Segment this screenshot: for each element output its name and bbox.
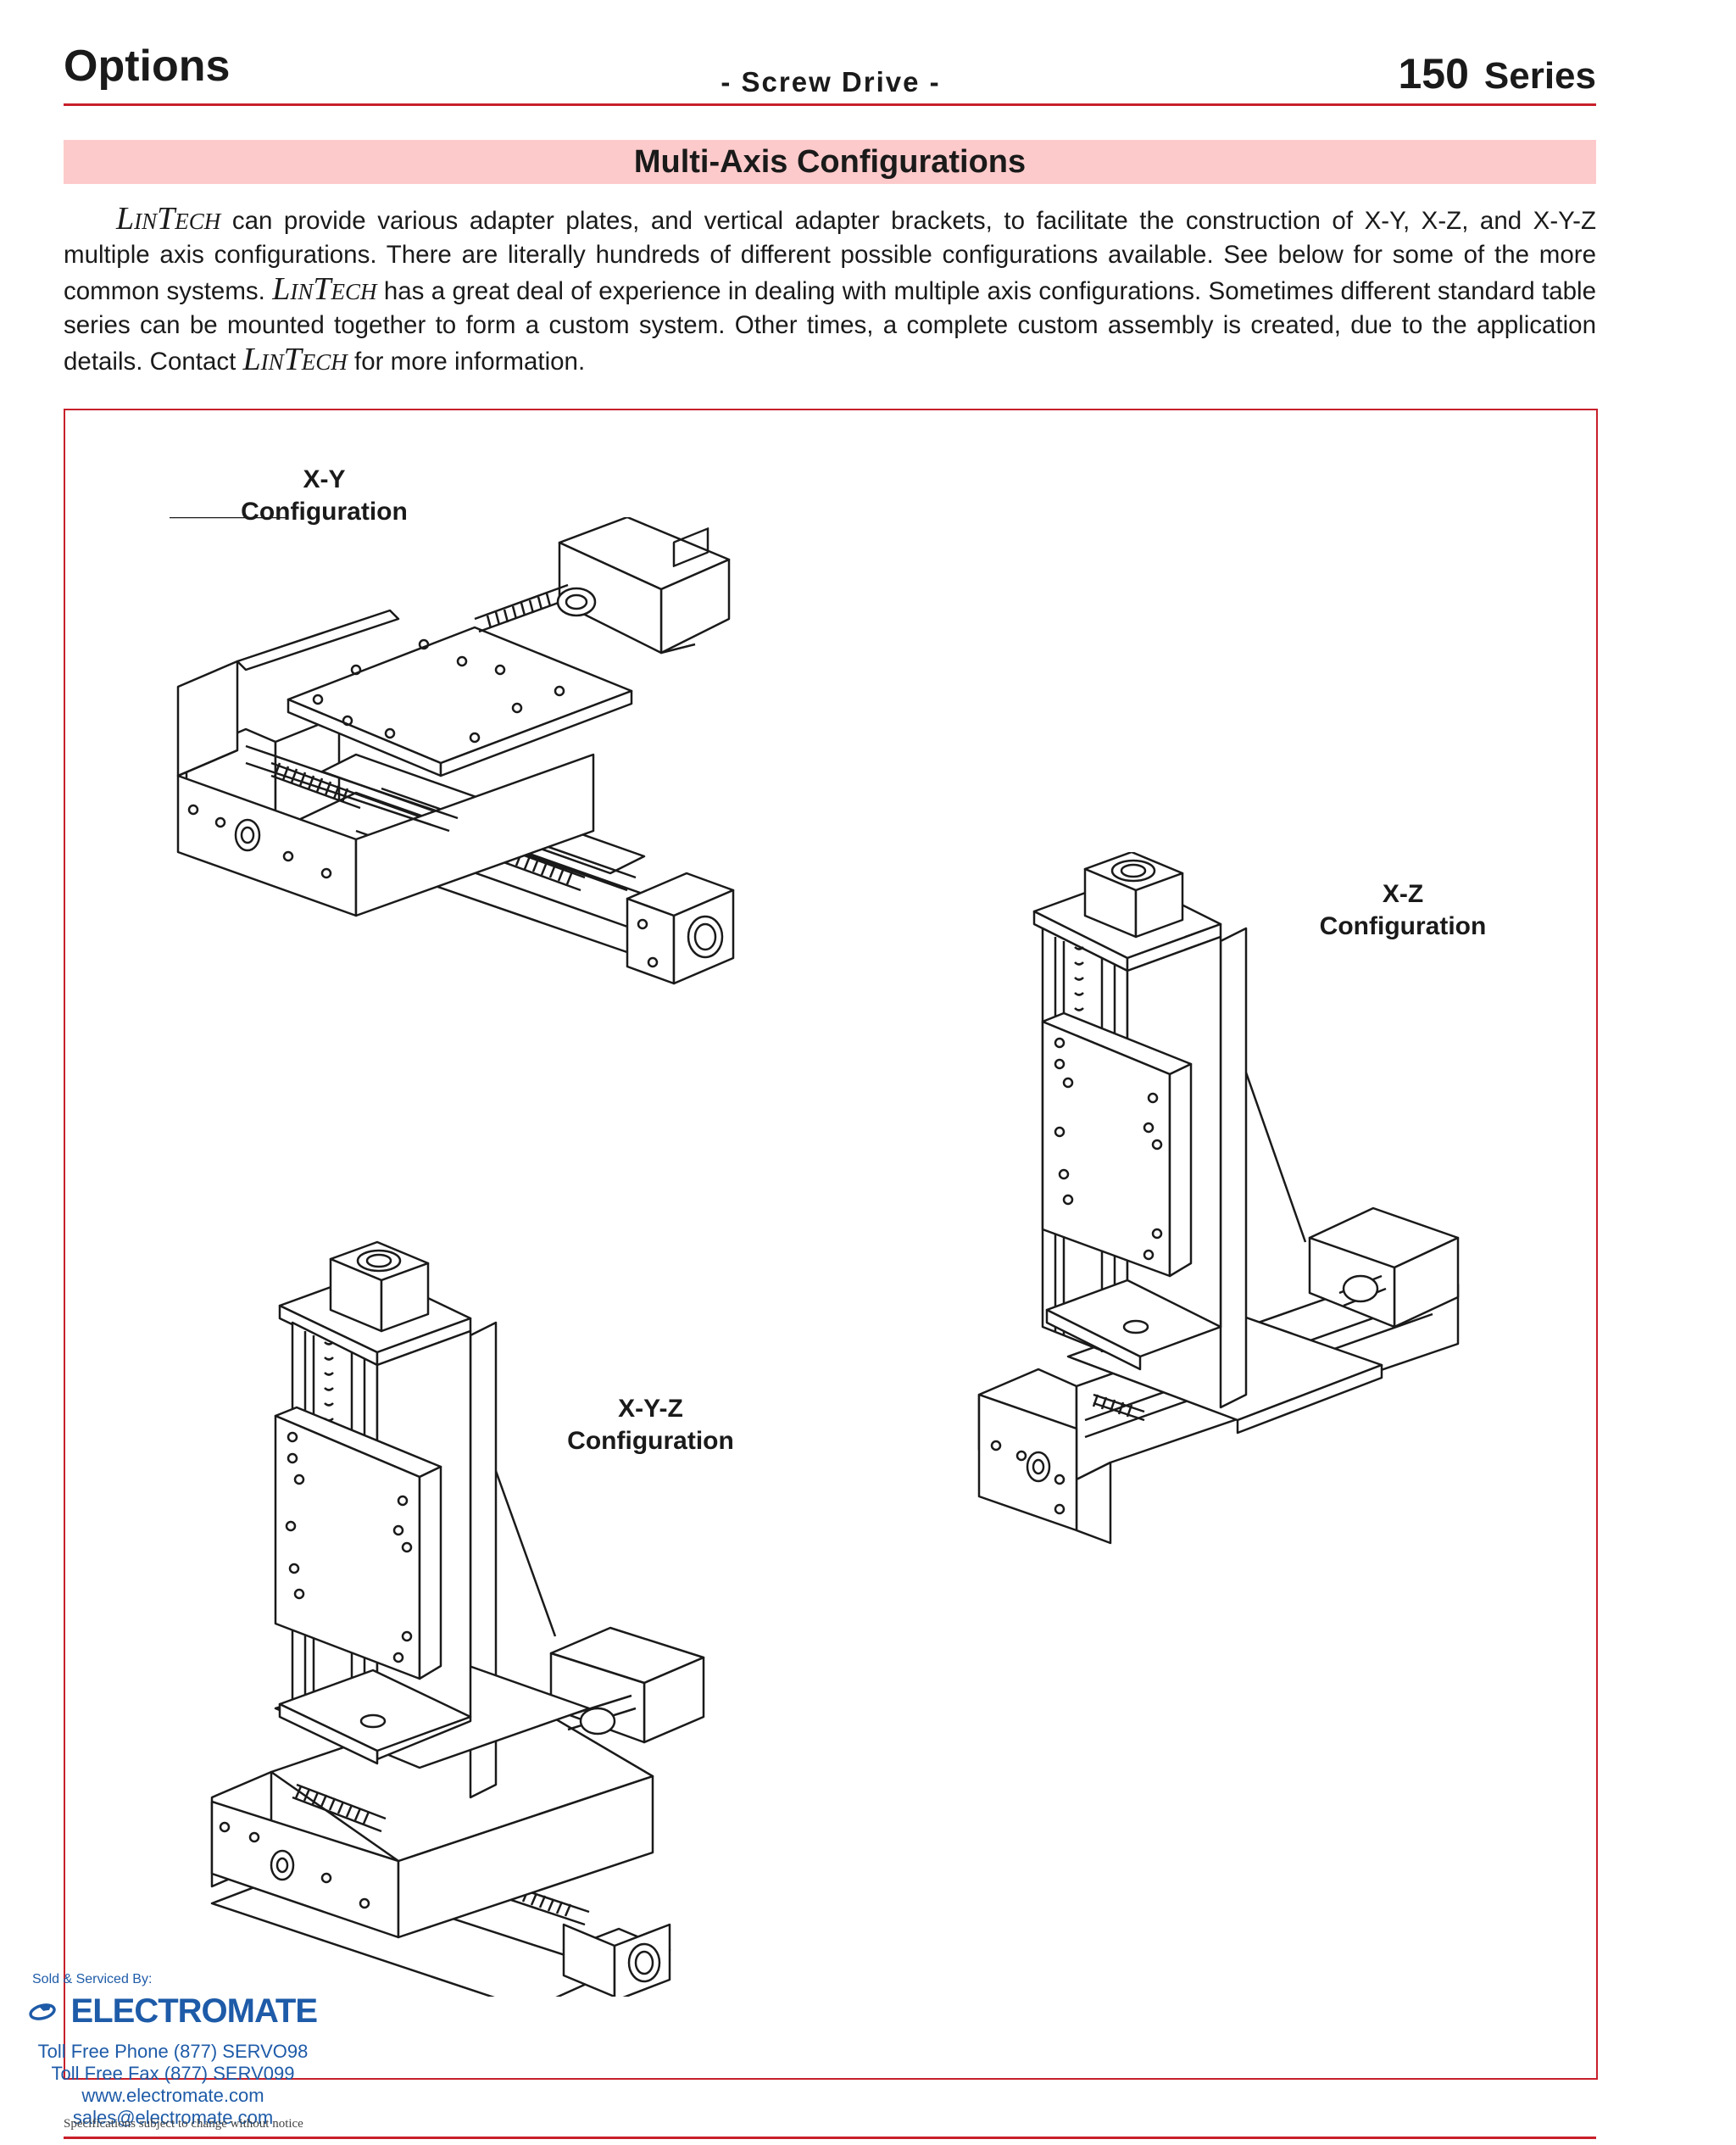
brand-name: LinTech (272, 271, 377, 307)
xz-configuration-drawing (977, 852, 1460, 1545)
footer-rule (64, 2137, 1596, 2139)
distributor-block: Sold & Serviced By: ELECTROMATE Toll Fre… (29, 1972, 318, 2129)
distributor-fax: Toll Free Fax (877) SERV099 (51, 2063, 295, 2084)
header-rule (64, 103, 1596, 106)
xyz-label-line1: X-Y-Z (618, 1395, 683, 1423)
swoosh-icon (29, 2003, 56, 2020)
series-title: 150 Series (1398, 49, 1596, 98)
brand-name: LinTech (116, 201, 221, 237)
intro-sentence-2: has a great deal of experience in dealin… (64, 277, 1596, 376)
series-number: 150 (1398, 50, 1469, 98)
series-word: Series (1483, 55, 1596, 97)
xz-label-line1: X-Z (1382, 880, 1424, 908)
distributor-phone: Toll Free Phone (877) SERVO98 (37, 2041, 309, 2062)
intro-sentence-3: for more information. (347, 348, 586, 376)
sold-by-label: Sold & Serviced By: (32, 1972, 153, 1986)
section-band-title: Multi-Axis Configurations (64, 140, 1596, 184)
page-subtitle: - Screw Drive - (721, 66, 941, 98)
intro-sentence-1: can provide various adapter plates, and … (64, 207, 1596, 305)
xyz-configuration-drawing (210, 1240, 705, 1997)
xyz-label: X-Y-Z Configuration (521, 1393, 780, 1457)
intro-paragraph: LinTech can provide various adapter plat… (64, 202, 1596, 379)
xz-label-line2: Configuration (1319, 912, 1487, 940)
xyz-label-line2: Configuration (567, 1427, 734, 1455)
xy-label-line1: X-Y (303, 465, 346, 493)
xy-configuration-drawing (170, 517, 735, 985)
footer-note: Specifications subject to change without… (64, 2117, 303, 2131)
distributor-website[interactable]: www.electromate.com (81, 2085, 264, 2106)
distributor-name: ELECTROMATE (70, 1992, 318, 2030)
brand-name: LinTech (242, 342, 348, 377)
xy-label: X-Y Configuration (195, 464, 453, 528)
distributor-email[interactable]: sales@electromate.com (72, 2107, 274, 2128)
xy-label-line2: Configuration (241, 498, 408, 526)
figure-frame (64, 409, 1598, 2080)
xz-label: X-Z Configuration (1276, 878, 1530, 943)
distributor-logo: ELECTROMATE (29, 1992, 318, 2031)
section-title: Options (64, 42, 231, 91)
